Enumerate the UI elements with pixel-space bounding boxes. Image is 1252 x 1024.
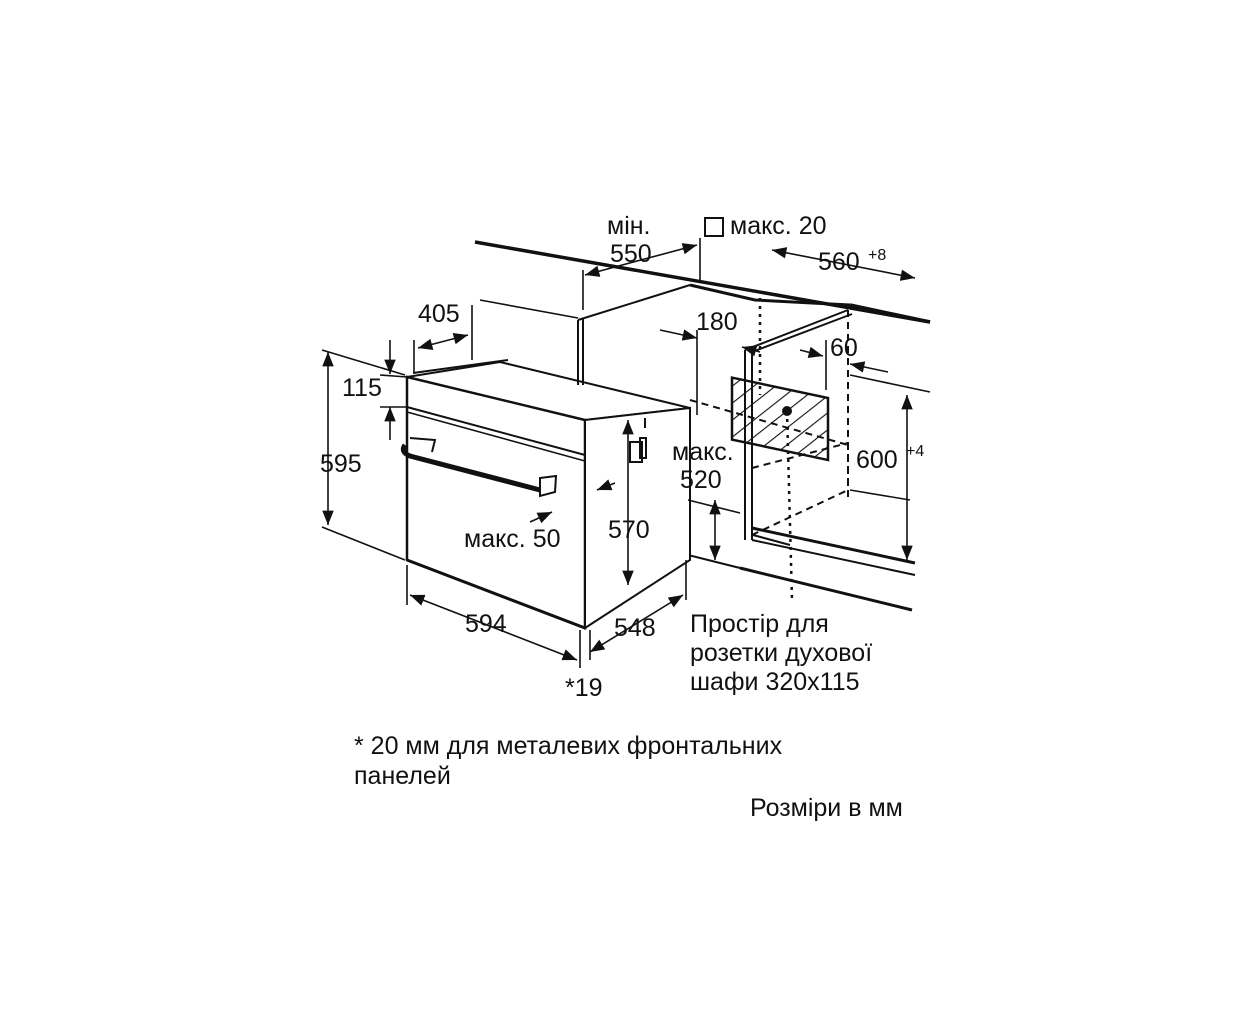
label-180: 180 [696,308,738,336]
label-115: 115 [342,374,382,402]
footnote-line1: * 20 мм для металевих фронтальних [354,732,783,760]
label-max520-label: макс. [672,438,734,466]
label-520: 520 [680,466,722,494]
label-600: 600 [856,446,898,474]
oven [400,359,691,630]
label-548: 548 [614,614,656,642]
label-max50: макс. 50 [464,525,561,553]
cabinet-outline [474,240,931,612]
label-max20: макс. 20 [730,212,827,240]
socket-area [730,376,830,462]
label-595: 595 [320,450,362,478]
label-star19: *19 [565,674,603,702]
label-560: 560 [818,248,860,276]
footnote-line2: панелей [354,762,451,790]
socket-note-line1: Простір для [690,610,829,638]
max20-square-icon [704,217,724,237]
socket-note-line2: розетки духової [690,639,872,667]
label-405: 405 [418,300,460,328]
socket-note-line3: шафи 320x115 [690,668,860,696]
label-594: 594 [465,610,507,638]
units-note: Розміри в мм [750,794,903,822]
label-560-tol: +8 [868,247,886,264]
label-550: 550 [610,240,652,268]
label-600-tol: +4 [906,443,924,460]
label-60: 60 [830,334,858,362]
label-min: мін. [607,212,651,240]
dimension-lines [321,238,931,668]
label-570: 570 [608,516,650,544]
